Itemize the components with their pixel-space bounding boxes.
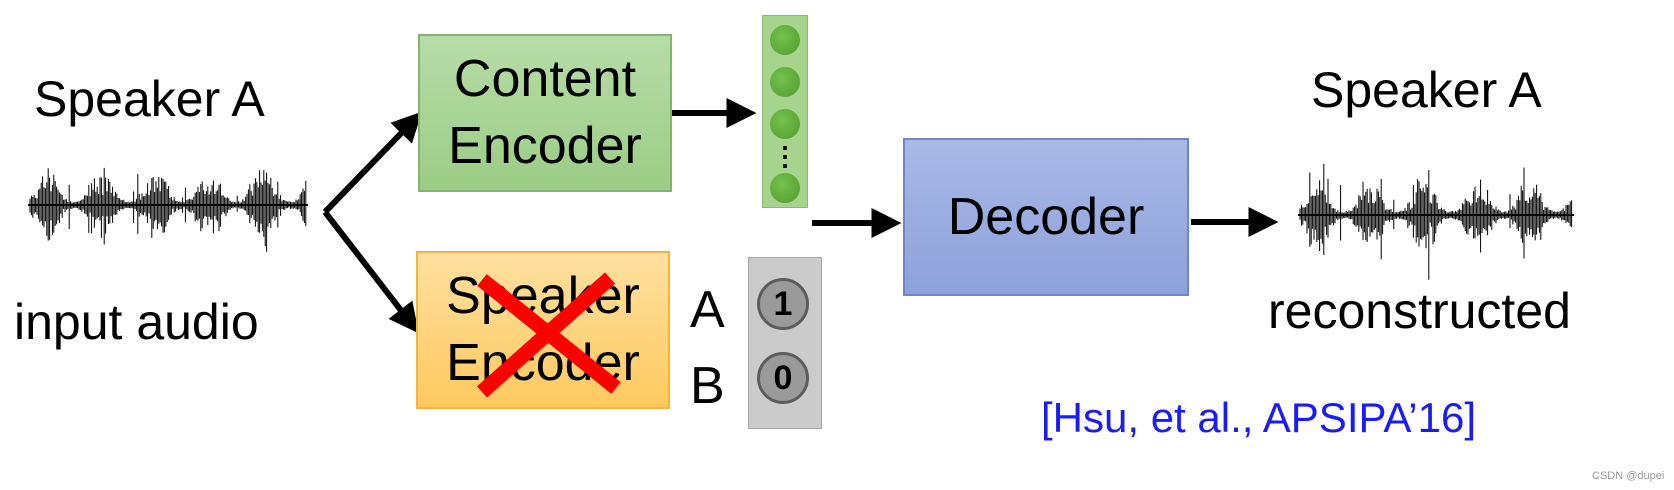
watermark: CSDN @dupei [1592,470,1665,482]
input-waveform [28,167,308,252]
onehot-value-a: 1 [773,284,793,323]
content-vector: ⋮ [762,15,808,208]
onehot-value-b: 0 [773,358,793,397]
speaker-a-label: A [690,281,725,339]
vector-ellipsis: ⋮ [772,141,798,171]
waveform-trace [1299,163,1573,280]
vector-dot [770,67,800,97]
decoder-box: Decoder [903,138,1189,296]
speaker-onehot-vector: 1 0 [748,257,822,429]
cross-out-mark [477,272,621,398]
citation: [Hsu, et al., APSIPA’16] [1041,394,1476,441]
vector-dot [770,109,800,139]
decoder-label: Decoder [947,187,1145,246]
input-caption: input audio [14,294,259,350]
arrow-to-speaker-encoder [322,210,419,334]
arrow-to-content-encoder [322,111,423,215]
onehot-cell-b: 0 [757,352,809,404]
output-waveform [1298,163,1574,280]
output-caption: reconstructed [1268,283,1571,339]
content-encoder-box: Content Encoder [418,34,672,192]
output-speaker-label: Speaker A [1311,62,1542,118]
vector-dot [770,25,800,55]
input-speaker-label: Speaker A [34,71,265,127]
vector-dot [770,173,800,203]
content-encoder-line2: Encoder [448,117,642,175]
speaker-b-label: B [690,357,725,415]
content-encoder-line1: Content [453,50,637,109]
onehot-cell-a: 1 [757,278,809,330]
